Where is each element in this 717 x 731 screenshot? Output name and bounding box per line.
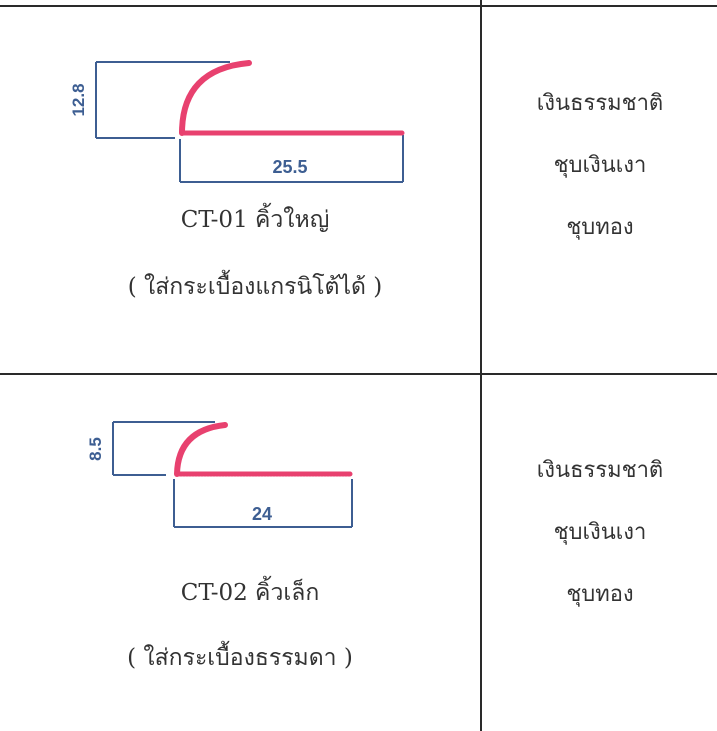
finish-list: เงินธรรมชาติ ชุบเงินเงา ชุบทอง	[482, 85, 717, 244]
product-note: ( ใส่กระเบื้องธรรมดา )	[127, 645, 353, 671]
table-row: 12.8 25.5 CT-01 คิ้วใหญ่ ( ใส่กระเบื้องแ…	[0, 7, 480, 373]
profile-diagram-ct01: 12.8 25.5	[69, 60, 405, 183]
product-note: ( ใส่กระเบื้องแกรนิโต้ได้ )	[127, 274, 383, 300]
table-column-divider	[480, 0, 482, 731]
table-row-divider	[0, 373, 717, 375]
finish-list: เงินธรรมชาติ ชุบเงินเงา ชุบทอง	[482, 452, 717, 611]
finish-natural-silver: เงินธรรมชาติ	[536, 458, 664, 483]
finish-natural-silver: เงินธรรมชาติ	[536, 91, 664, 116]
width-label: 25.5	[272, 157, 307, 177]
finish-glossy-silver: ชุบเงินเงา	[553, 520, 647, 545]
profile-diagram-ct02: 8.5 24	[86, 421, 353, 528]
finish-gold: ชุบทอง	[566, 215, 634, 240]
height-label: 8.5	[86, 437, 105, 461]
table-row: 8.5 24 CT-02 คิ้วเล็ก ( ใส่กระเบื้องธรรม…	[0, 375, 480, 731]
table-top-border	[0, 5, 717, 7]
finish-glossy-silver: ชุบเงินเงา	[553, 153, 647, 178]
finish-gold: ชุบทอง	[566, 582, 634, 607]
product-model: CT-02 คิ้วเล็ก	[180, 580, 320, 606]
height-label: 12.8	[69, 83, 88, 116]
width-label: 24	[252, 504, 272, 524]
product-model: CT-01 คิ้วใหญ่	[180, 207, 330, 233]
